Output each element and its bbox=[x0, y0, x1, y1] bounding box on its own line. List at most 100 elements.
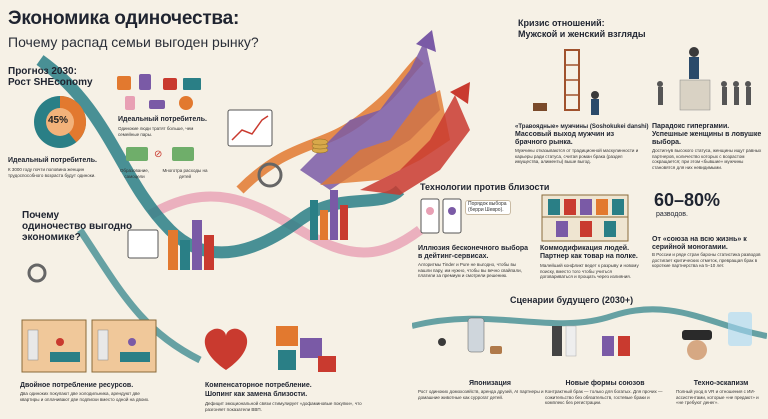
shopping-bag-icon-2 bbox=[318, 356, 336, 372]
illusion-text: Алгоритмы Tinder и Pure не выгодно, чтоб… bbox=[418, 262, 522, 278]
tablet-illustration bbox=[127, 229, 159, 259]
future-illustration bbox=[412, 306, 767, 360]
purple-ribbon bbox=[300, 40, 440, 190]
shopping-bag-icon bbox=[278, 350, 296, 370]
choice-bubble: Порядок выбора (берри Шевро). bbox=[465, 200, 511, 215]
choice-bubble-text: Порядок выбора (берри Шевро). bbox=[468, 201, 507, 213]
why-title: Почему одиночество выгодно экономике? bbox=[22, 210, 142, 243]
money-icons: ⊘ bbox=[126, 147, 194, 161]
forecast-percent: 45% bbox=[48, 115, 69, 126]
red-ribbon bbox=[360, 95, 470, 195]
japan-text: Рост одиноких домохозяйств, аренда друзе… bbox=[418, 389, 544, 400]
men-title: «Травоядные» мужчины (Soshokukei danshi) bbox=[515, 124, 649, 130]
divorce-stat: 60–80% bbox=[654, 190, 721, 210]
perfume-icon bbox=[125, 96, 135, 110]
women-illustration bbox=[657, 47, 751, 111]
unions-text: Контрактный брак — только для богатых. Д… bbox=[545, 389, 663, 405]
money-stack-icon bbox=[126, 147, 148, 161]
boxed-person-icon bbox=[548, 199, 560, 215]
forecast-ideal-title: Идеальный потребитель. bbox=[8, 157, 97, 164]
fridge-icon-2 bbox=[97, 329, 109, 361]
illusion-title: Иллюзия бесконечного выбора в дейтинг-се… bbox=[418, 245, 529, 260]
compensatory-text: Дефицит эмоциональной связи стимулирует … bbox=[205, 401, 362, 412]
shoe-icon bbox=[149, 100, 165, 109]
teal-lower-path bbox=[77, 228, 202, 364]
women-title: Парадокс гипергамии. bbox=[652, 123, 730, 130]
escapism-text: Полный уход в VR и отношения с ИИ-ассист… bbox=[676, 389, 759, 405]
cosmetics-icon bbox=[139, 74, 151, 90]
future-title: Сценарии будущего (2030+) bbox=[510, 295, 634, 305]
man-icon bbox=[591, 91, 599, 99]
men-subtitle: Массовый выход мужчин из брачного рынка. bbox=[515, 131, 615, 146]
gift-box-icon bbox=[276, 326, 298, 346]
gift-icon bbox=[163, 78, 177, 90]
vr-headset-icon bbox=[682, 330, 712, 340]
dog-icon bbox=[490, 346, 502, 354]
edu-label: Образование, самоцели bbox=[119, 168, 150, 179]
bar-chart-small bbox=[168, 220, 214, 270]
compensatory-subtitle: Шопинг как замена близости. bbox=[205, 391, 308, 398]
store-shelf-illustration bbox=[541, 194, 629, 242]
japan-title: Японизация bbox=[468, 380, 512, 387]
forecast-title: Прогноз 2030: Рост SHEconomy bbox=[8, 66, 118, 88]
spend-label: Многотра расходы на детей bbox=[162, 168, 208, 179]
monitor-illustration bbox=[227, 109, 273, 147]
podium-icon bbox=[679, 79, 711, 111]
dating-phones-illustration bbox=[420, 198, 462, 234]
couple-icon bbox=[552, 326, 562, 356]
union-title: От «союза на всю жизнь» к серийной моног… bbox=[652, 236, 747, 251]
boxed-person-icon-4 bbox=[596, 199, 608, 215]
phone-icon bbox=[420, 198, 440, 234]
gift-box-icon-2 bbox=[300, 338, 322, 358]
couple-icon-2 bbox=[602, 336, 614, 356]
heart-icon bbox=[204, 328, 248, 370]
arrow-head-purple bbox=[416, 30, 436, 52]
crisis-title-line1: Кризис отношений: bbox=[518, 18, 605, 28]
money-stack-icon-2 bbox=[172, 147, 194, 161]
double-title: Двойное потребление ресурсов. bbox=[20, 382, 134, 389]
ideal-text: Одинокие люди тратят больше, чем семейны… bbox=[118, 126, 194, 137]
page-subtitle: Почему распад семьи выгоден рынку? bbox=[8, 34, 259, 50]
arrow-head-red bbox=[450, 82, 470, 104]
why-title-line1: Почему bbox=[22, 210, 60, 221]
commod-title: Коммодификация людей. bbox=[540, 245, 630, 252]
boxed-person-icon-2 bbox=[564, 199, 576, 215]
forecast-title-line1: Прогноз 2030: bbox=[8, 66, 77, 77]
page-title: Экономика одиночества: bbox=[8, 8, 240, 29]
teal-arrow-path bbox=[36, 55, 405, 259]
crisis-title: Кризис отношений: Мужской и женский взгл… bbox=[518, 18, 678, 40]
boxed-person-icon-5 bbox=[612, 199, 624, 215]
women-subtitle: Успешные женщины в ловушке выбора. bbox=[652, 131, 762, 146]
shopping-icons bbox=[117, 74, 201, 110]
shopping-bag-icon bbox=[117, 76, 131, 90]
forecast-title-line2: Рост SHEconomy bbox=[8, 77, 93, 88]
tech-title: Технологии против близости bbox=[420, 182, 550, 192]
sofa-icon-2 bbox=[120, 352, 150, 362]
forecast-ideal-text: К 3000 году почти половина женщин трудос… bbox=[8, 167, 96, 178]
heart-shopping-illustration bbox=[204, 326, 336, 372]
ideal-title: Идеальный потребитель. bbox=[118, 116, 207, 123]
phone-icon-2 bbox=[442, 198, 462, 234]
boxed-person-icon-3 bbox=[580, 199, 592, 215]
men-text: Мужчины отказываются от традиционной мас… bbox=[515, 148, 639, 164]
crisis-title-line2: Мужской и женский взгляды bbox=[518, 29, 646, 39]
laptop-icon bbox=[183, 78, 201, 90]
couple-icon-3 bbox=[618, 336, 630, 356]
woman-icon bbox=[689, 47, 699, 57]
commod-subtitle: Партнер как товар на полке. bbox=[540, 253, 638, 260]
compensatory-title: Компенсаторное потребление. bbox=[205, 382, 312, 389]
apartments-illustration bbox=[21, 319, 157, 373]
robot-icon bbox=[467, 317, 485, 353]
commod-text: Малейший конфликт ведет к разрыву и ново… bbox=[540, 263, 639, 279]
briefcase-icon bbox=[533, 103, 547, 111]
union-text: В России и ряде стран бароны статистика … bbox=[652, 252, 761, 268]
mirror-icon bbox=[179, 96, 193, 110]
hologram-icon bbox=[728, 312, 752, 346]
fridge-icon bbox=[27, 329, 39, 361]
men-illustration bbox=[533, 49, 599, 115]
why-title-line3: экономике? bbox=[22, 232, 81, 243]
gear-icon bbox=[27, 162, 283, 283]
unions-title: Новые формы союзов bbox=[565, 380, 645, 387]
sofa-icon bbox=[50, 352, 80, 362]
